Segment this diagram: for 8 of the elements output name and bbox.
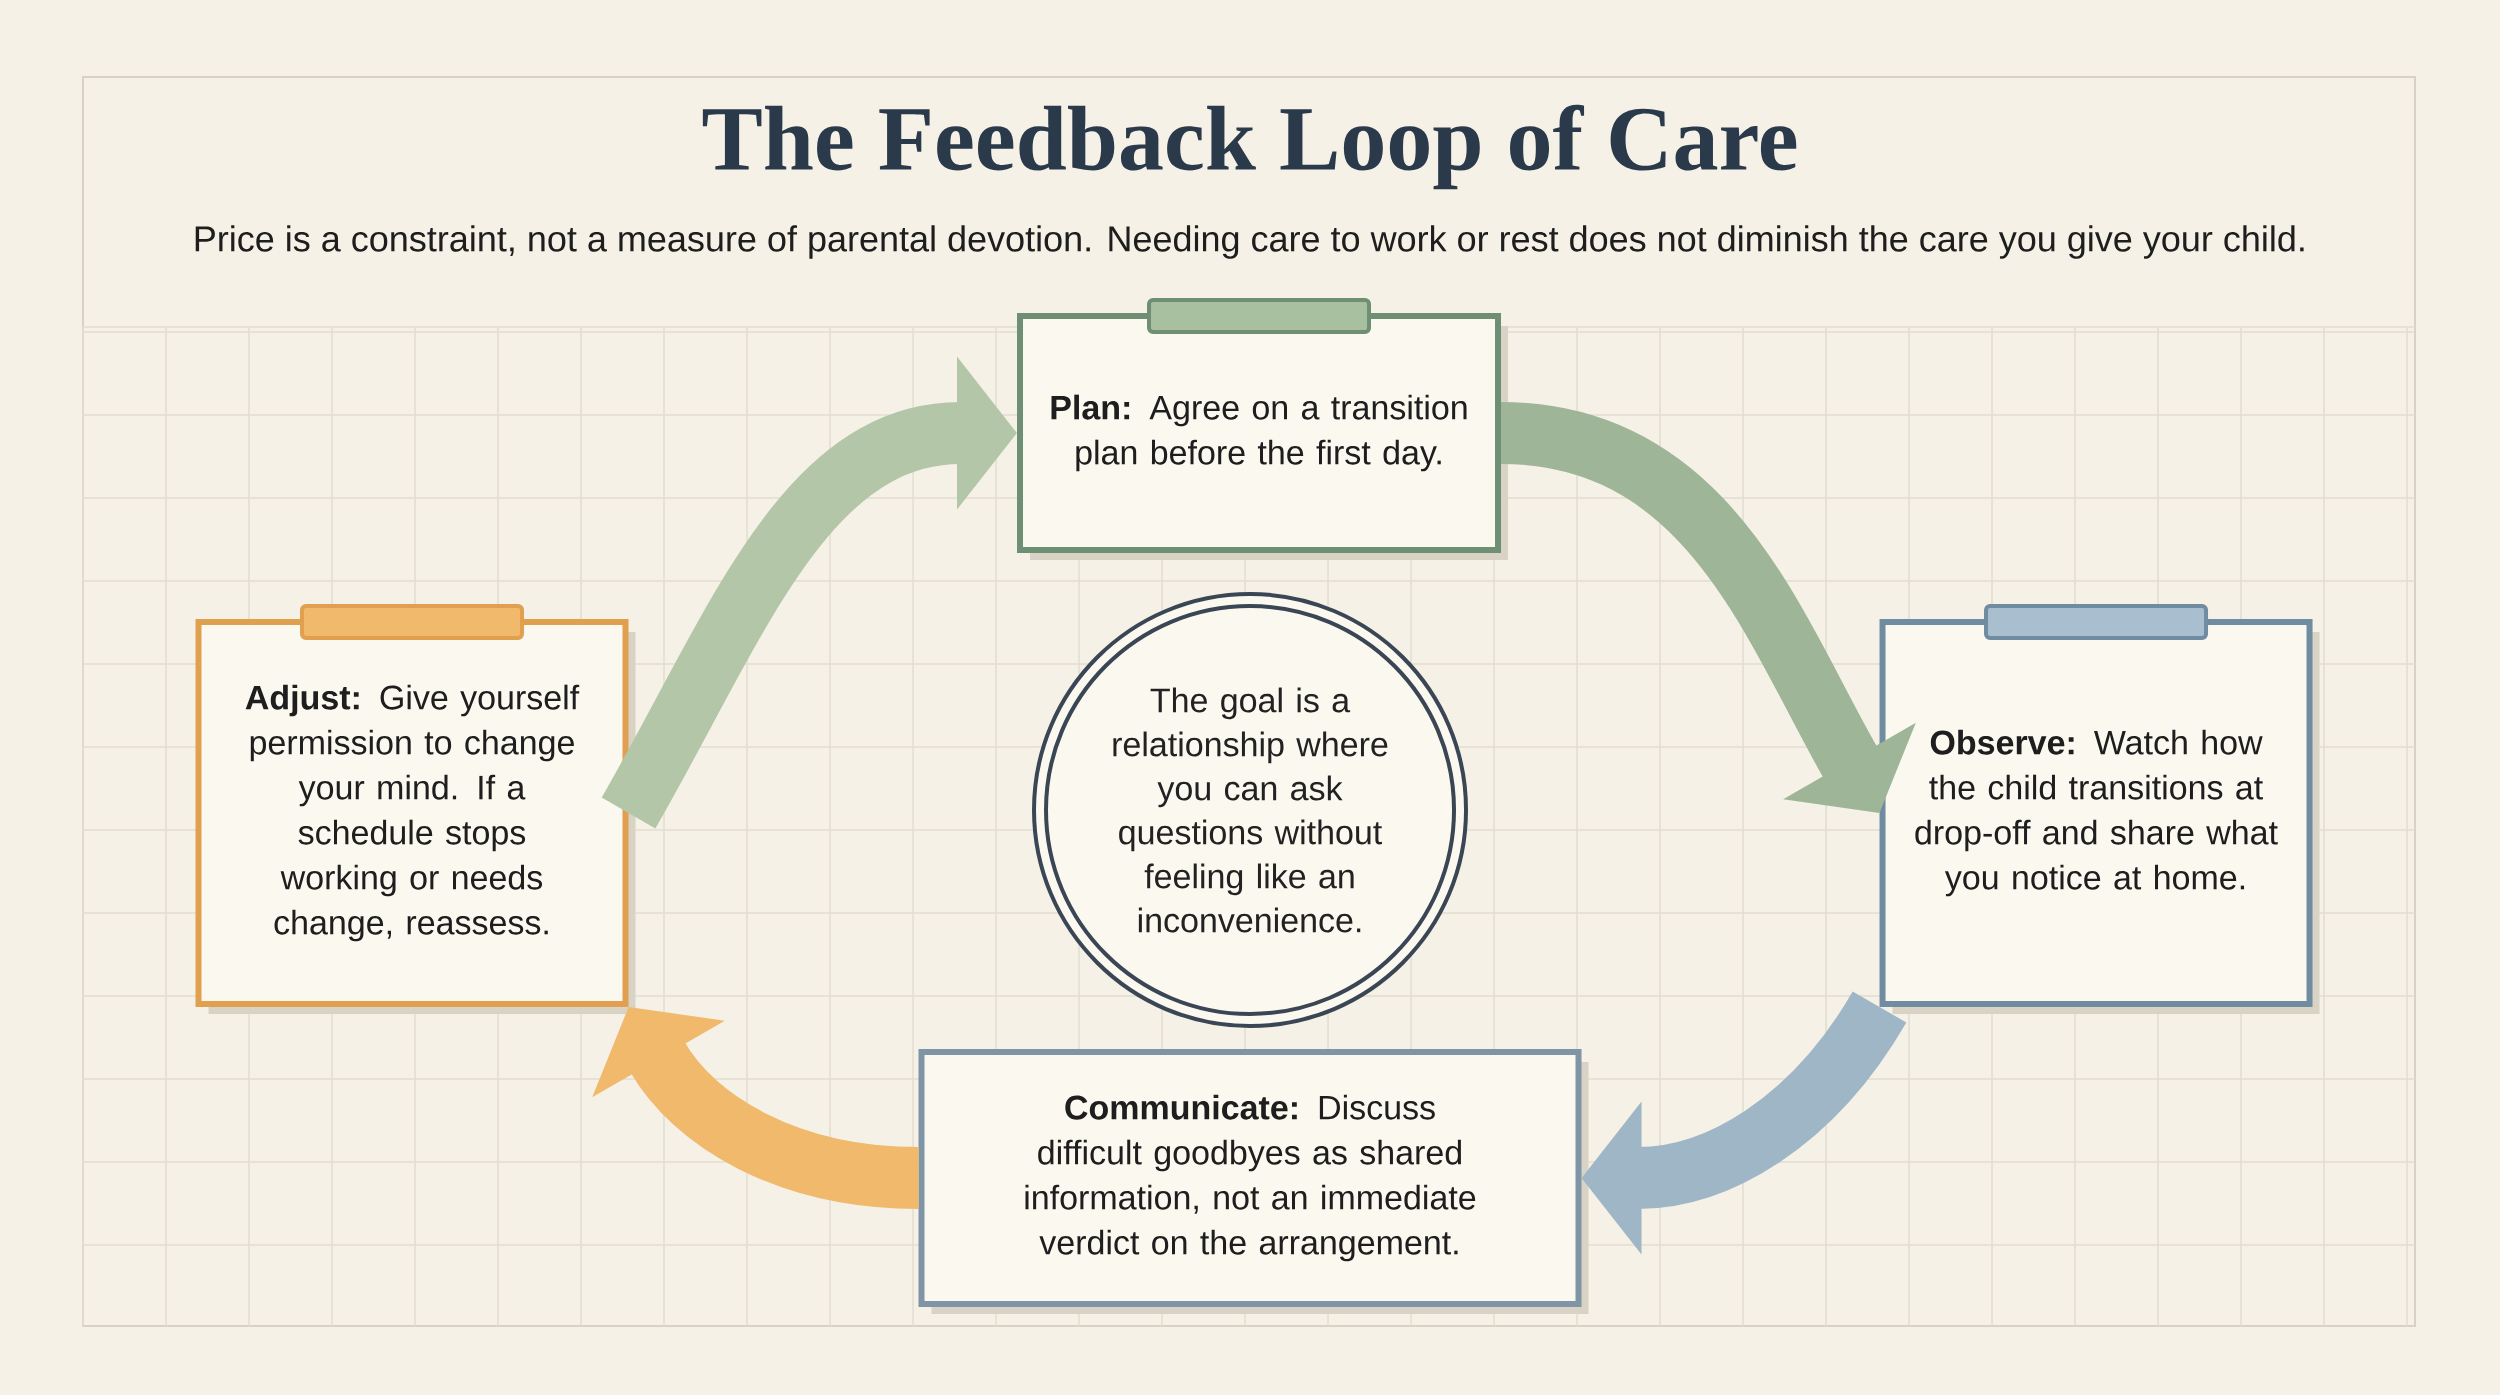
subtitle: Price is a constraint, not a measure of parental devotion. Needing care to work or rest does not diminish the care you give your child. [195, 225, 2304, 259]
clipboard-box: Communicate: Discuss difficult goodbyes as shared information, not an immediate verdict on the arrangement. [918, 1049, 1589, 1314]
clipboard-box: Adjust: Give yourself permission to change your mind. If a schedule stops working or needs change, reassess. [195, 604, 636, 1014]
clipboard-box: Plan: Agree on a transition plan before the first day. [1017, 298, 1508, 560]
curved-arrow [592, 1007, 920, 1209]
curved-arrow [1498, 402, 1916, 813]
title: The Feedback Loop of Care [702, 104, 1797, 190]
clipboard-box: Observe: Watch how the child transitions at drop-off and share what you notice at home. [1879, 604, 2320, 1014]
